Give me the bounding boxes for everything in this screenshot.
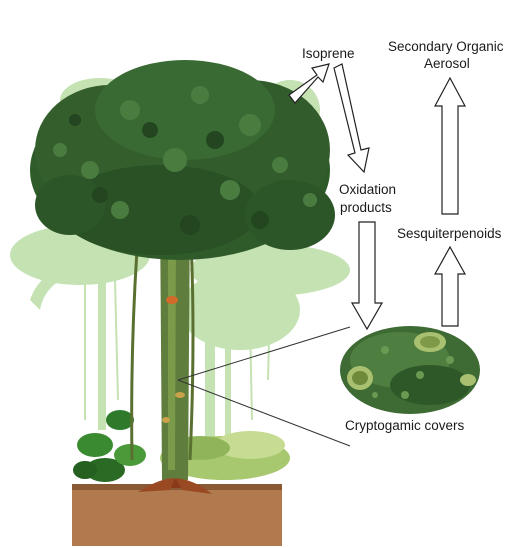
tree-canopy <box>30 60 335 260</box>
arrow-oxidation-to-cryptogams <box>350 221 384 331</box>
label-cryptogamic-covers: Cryptogamic covers <box>345 418 465 433</box>
arrow-isoprene-to-oxidation <box>333 63 370 174</box>
label-isoprene: Isoprene <box>302 46 355 61</box>
zoom-lines <box>177 326 351 447</box>
undergrowth <box>160 431 290 480</box>
tree-trunk <box>138 210 212 494</box>
label-secondary-organic-aerosol-line1: Secondary Organic <box>388 39 504 54</box>
arrows <box>288 63 467 331</box>
label-oxidation-products-line2: products <box>340 200 392 215</box>
arrow-sesquiterpenoids-to-soa <box>433 76 467 215</box>
label-secondary-organic-aerosol-line2: Aerosol <box>424 56 470 71</box>
foreground-plant <box>73 410 146 482</box>
background-vines <box>84 279 271 421</box>
arrow-cryptogams-to-sesquiterpenoids <box>433 245 467 327</box>
arrow-canopy-to-isoprene <box>288 63 330 104</box>
cryptogamic-cover-clump <box>340 326 480 414</box>
soil <box>72 484 282 546</box>
label-sesquiterpenoids: Sesquiterpenoids <box>397 226 502 241</box>
label-oxidation-products-line1: Oxidation <box>339 182 397 197</box>
